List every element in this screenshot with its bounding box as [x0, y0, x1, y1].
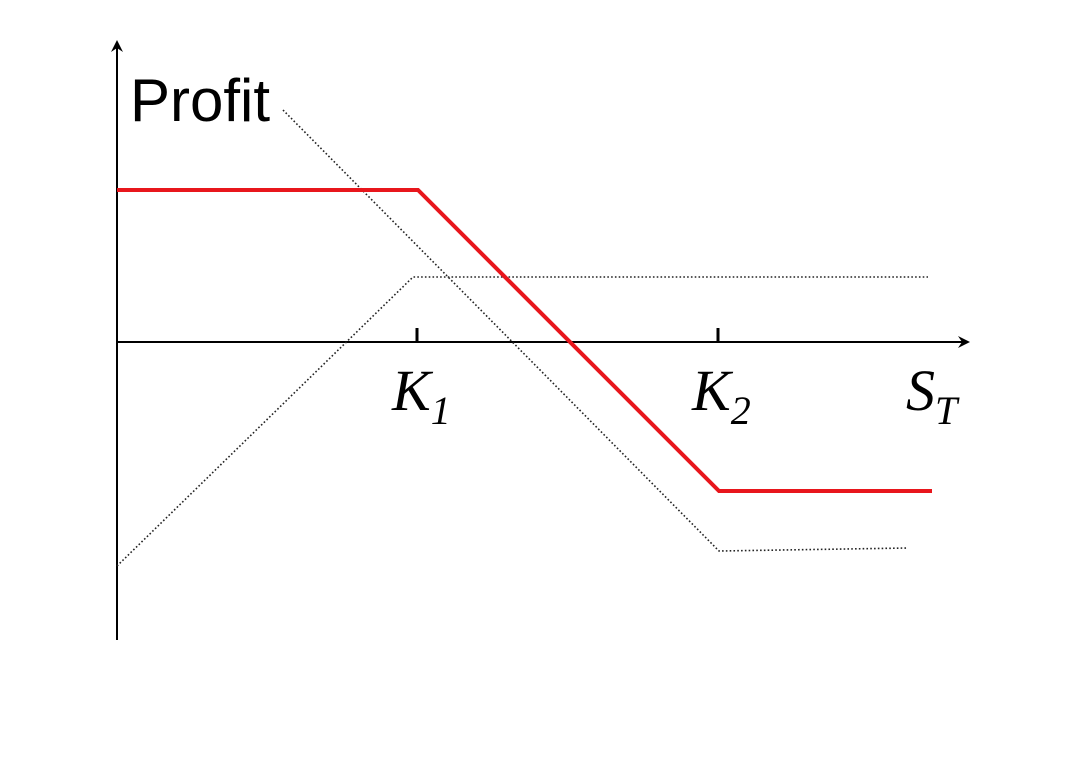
- k2-letter: K: [691, 358, 734, 423]
- k2-subscript: 2: [731, 388, 751, 433]
- long-call-k1-dotted-line: [116, 276, 928, 567]
- y-axis-label: Profit: [130, 67, 270, 134]
- x-axis-subscript: T: [935, 388, 960, 433]
- x-axis-letter: S: [906, 358, 935, 423]
- k1-letter: K: [391, 358, 434, 423]
- profit-line: [117, 188, 932, 493]
- short-call-k2-dotted-line: [282, 109, 909, 552]
- k2-label: K2: [691, 358, 751, 433]
- k1-subscript: 1: [431, 388, 451, 433]
- x-axis-label: ST: [906, 358, 960, 433]
- k1-label: K1: [391, 358, 451, 433]
